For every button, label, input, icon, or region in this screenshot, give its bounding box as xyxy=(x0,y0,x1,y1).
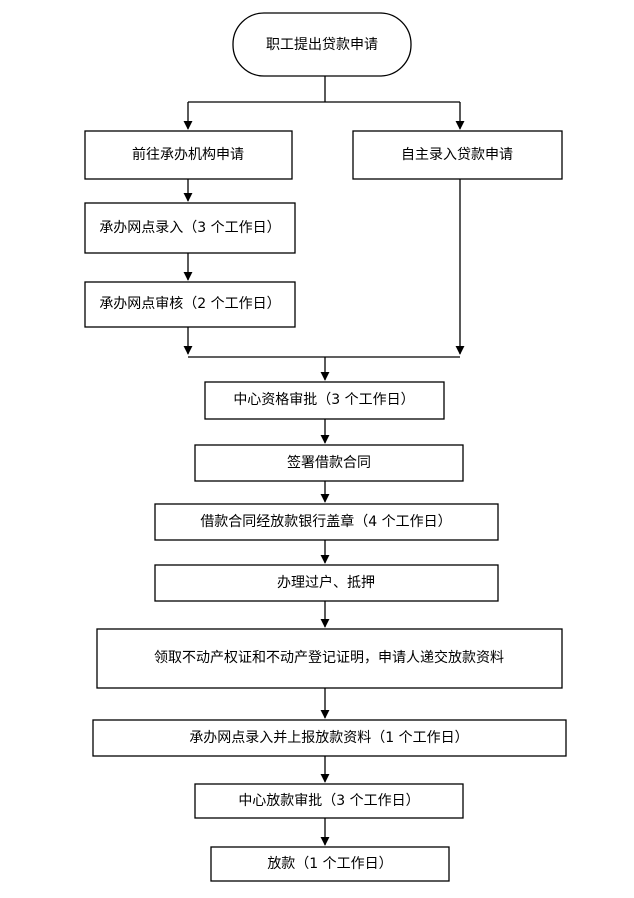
report-label: 承办网点录入并上报放款资料（1 个工作日） xyxy=(189,730,468,746)
qualification-label: 中心资格审批（3 个工作日） xyxy=(233,392,414,408)
entry-label: 承办网点录入（3 个工作日） xyxy=(99,220,280,236)
certificates-label: 领取不动产权证和不动产登记证明，申请人递交放款资料 xyxy=(154,649,504,666)
branch-left-label: 前往承办机构申请 xyxy=(132,146,244,163)
disburse-label: 放款（1 个工作日） xyxy=(267,856,392,872)
branch-right-node: 自主录入贷款申请 xyxy=(352,130,563,180)
sign-label: 签署借款合同 xyxy=(287,454,371,471)
sign-node: 签署借款合同 xyxy=(194,444,464,482)
qualification-node: 中心资格审批（3 个工作日） xyxy=(204,381,445,420)
start-label: 职工提出贷款申请 xyxy=(266,37,378,53)
transfer-node: 办理过户、抵押 xyxy=(154,564,499,602)
entry-node: 承办网点录入（3 个工作日） xyxy=(84,202,296,254)
connectors xyxy=(183,76,465,846)
loan-approval-node: 中心放款审批（3 个工作日） xyxy=(194,783,464,819)
branch-left-node: 前往承办机构申请 xyxy=(84,130,293,180)
branch-right-label: 自主录入贷款申请 xyxy=(401,147,513,163)
review-node: 承办网点审核（2 个工作日） xyxy=(84,281,296,328)
disburse-node: 放款（1 个工作日） xyxy=(210,846,450,882)
bank-seal-label: 借款合同经放款银行盖章（4 个工作日） xyxy=(200,513,451,530)
start-node: 职工提出贷款申请 xyxy=(232,12,412,77)
report-node: 承办网点录入并上报放款资料（1 个工作日） xyxy=(92,719,567,757)
bank-seal-node: 借款合同经放款银行盖章（4 个工作日） xyxy=(154,503,499,541)
review-label: 承办网点审核（2 个工作日） xyxy=(99,296,280,312)
transfer-label: 办理过户、抵押 xyxy=(277,574,375,591)
certificates-node: 领取不动产权证和不动产登记证明，申请人递交放款资料 xyxy=(96,628,563,689)
loan-approval-label: 中心放款审批（3 个工作日） xyxy=(238,793,419,809)
